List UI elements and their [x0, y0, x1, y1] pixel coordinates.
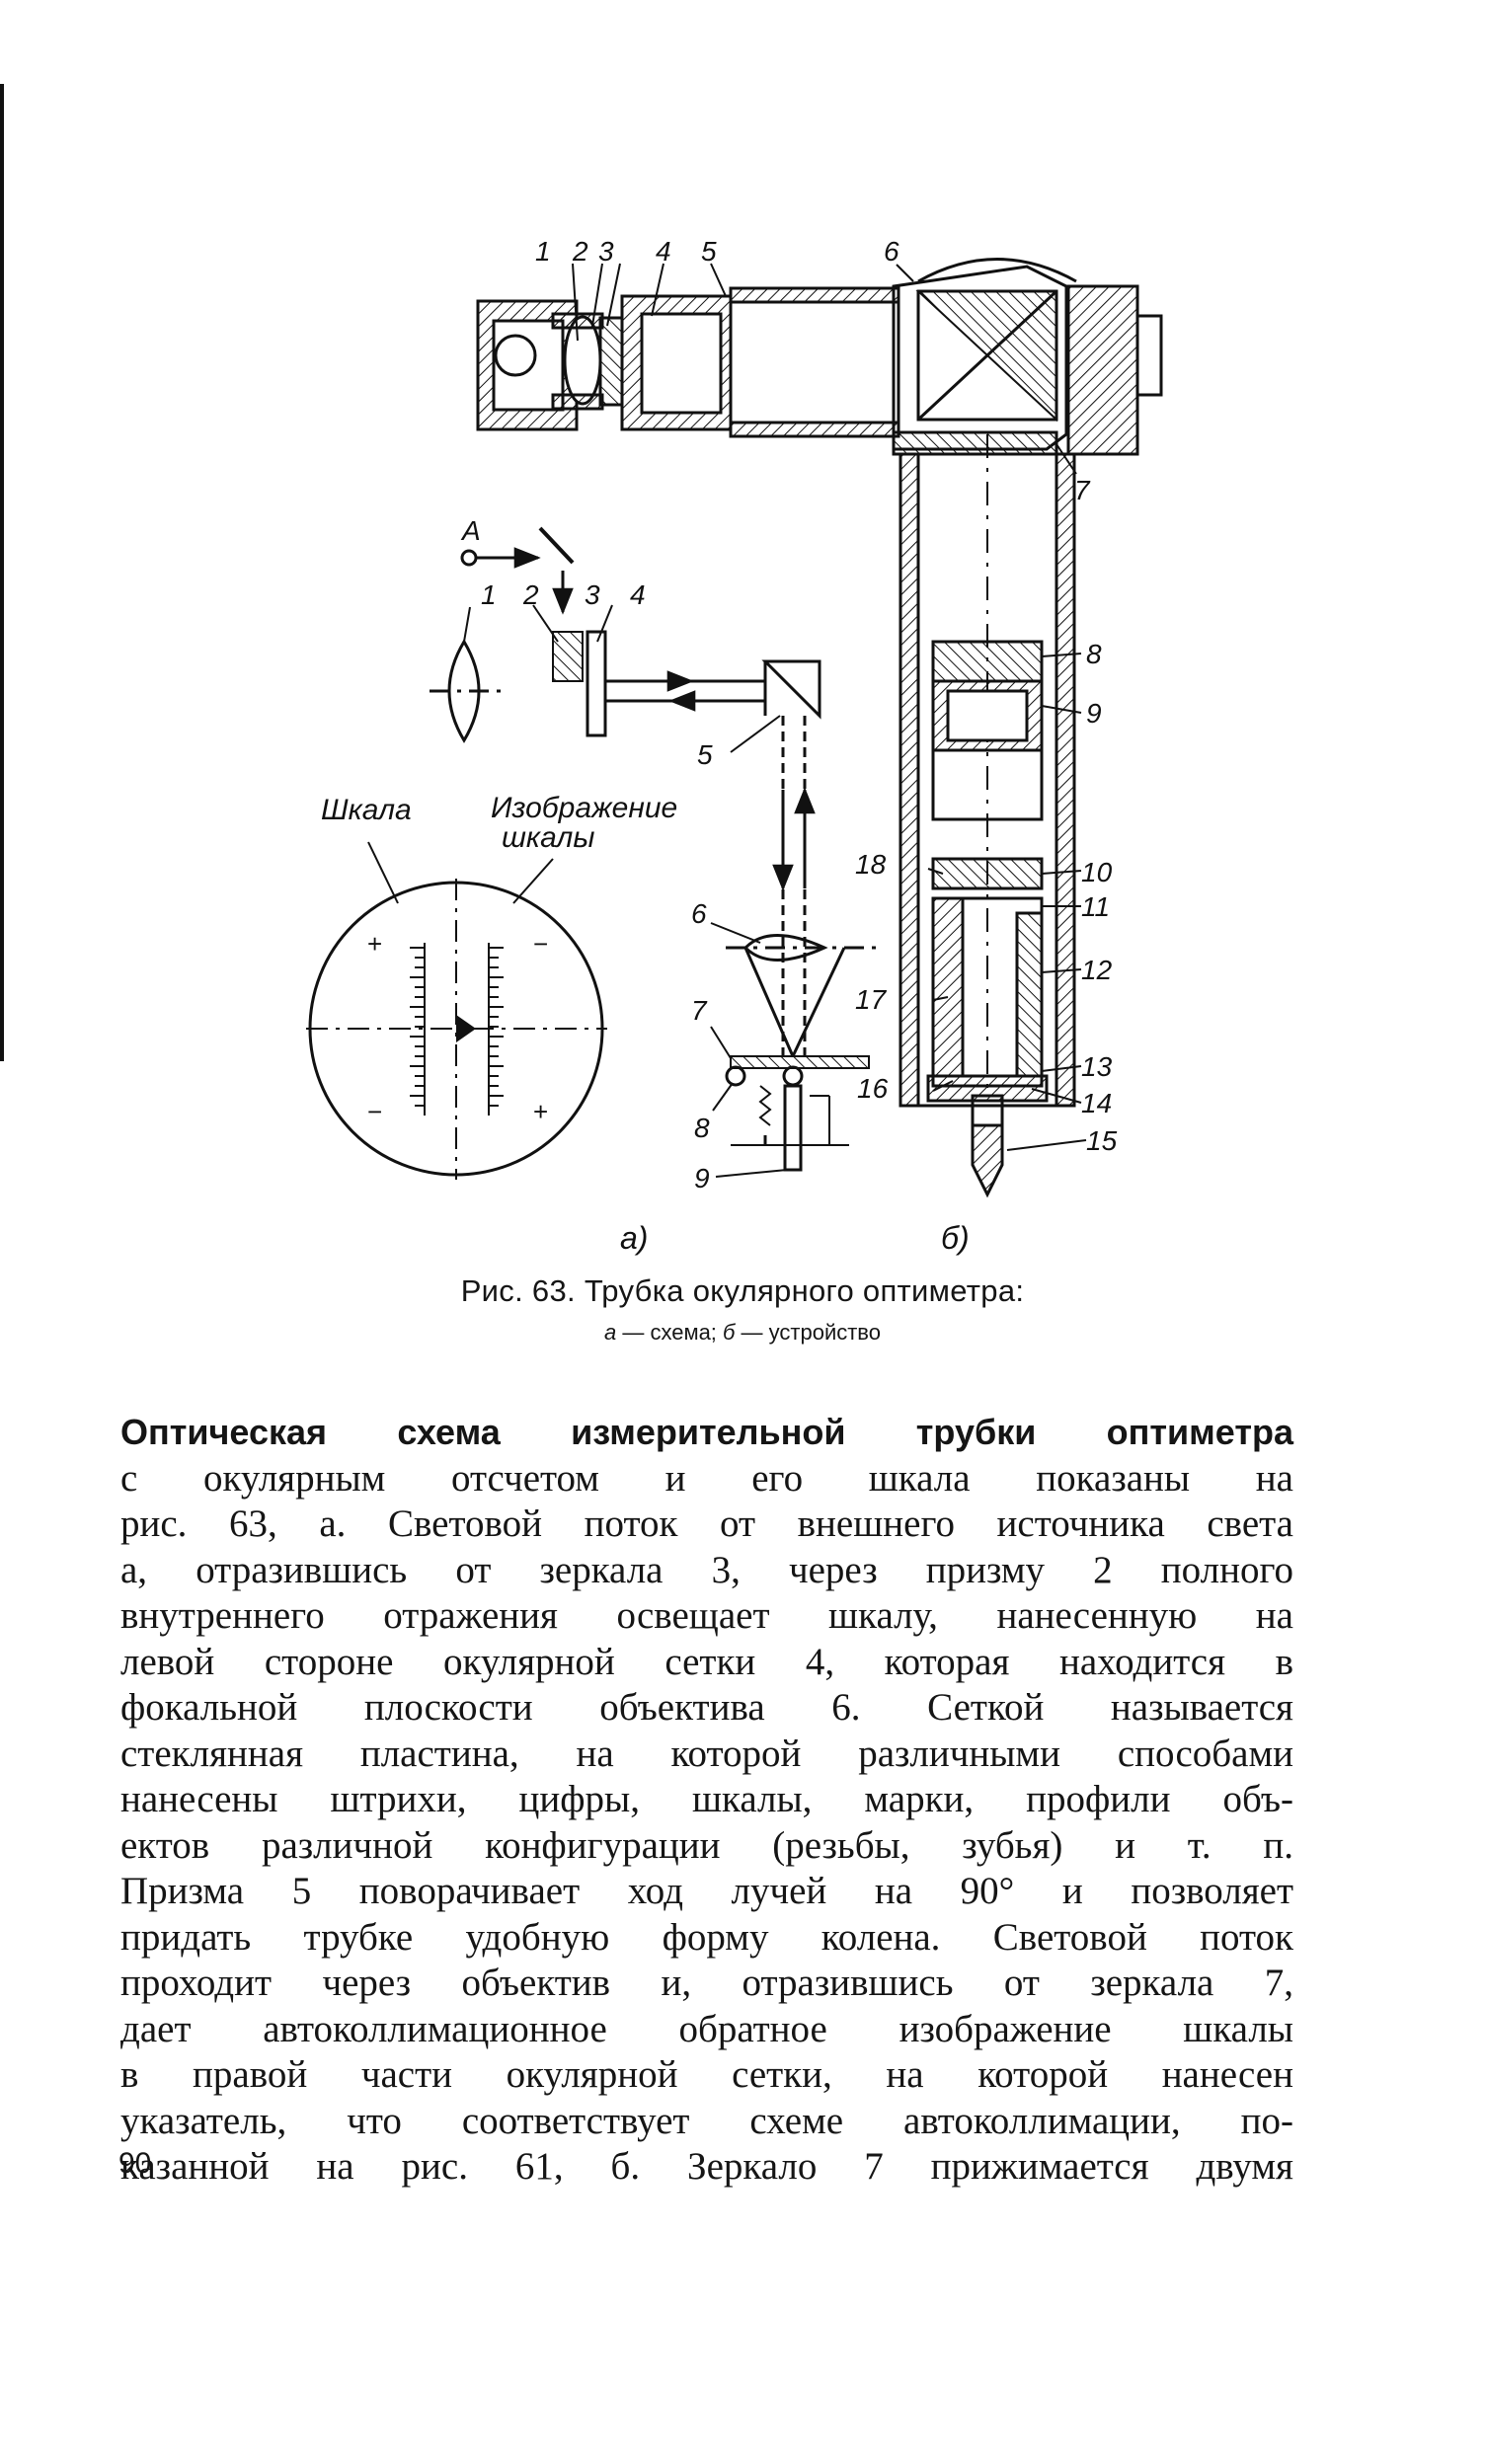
label-b-15: 15	[1086, 1125, 1118, 1156]
figure-subcaption: а — схема; б — устройство	[0, 1320, 1485, 1346]
label-b-13: 13	[1081, 1051, 1113, 1082]
label-a-1: 1	[481, 579, 497, 610]
label-a-5: 5	[697, 739, 713, 770]
label-b-6: 6	[884, 236, 899, 267]
paragraph-line: придать трубке удобную форму колена. Све…	[120, 1915, 1293, 1959]
scale-ticks-right	[488, 943, 504, 1116]
label-b-12: 12	[1081, 955, 1113, 985]
label-a-3: 3	[585, 579, 600, 610]
device-drawing	[476, 258, 1163, 1198]
paragraph-line: в правой части окулярной сетки, на котор…	[120, 2053, 1293, 2096]
reticle-4	[586, 630, 607, 737]
pointer-triangle	[456, 1015, 476, 1042]
label-b-2: 2	[572, 236, 588, 267]
label-b-1: 1	[535, 236, 551, 267]
label-a-2: 2	[522, 579, 539, 610]
end-cap	[1066, 284, 1139, 456]
label-a-6: 6	[691, 898, 707, 929]
scale-ticks-left	[410, 943, 426, 1116]
label-b-11: 11	[1081, 891, 1110, 922]
paragraph-line: а, отразившись от зеркала 3, через призм…	[120, 1548, 1293, 1591]
label-plus-top: +	[367, 929, 382, 959]
paragraph-line: рис. 63, а. Световой поток от внешнего и…	[120, 1502, 1293, 1545]
objective	[931, 640, 1044, 683]
scan-edge-shadow	[0, 84, 4, 1061]
label-plus-bottom: +	[533, 1097, 548, 1126]
label-minus-top: −	[533, 929, 548, 959]
paragraph-line: казанной на рис. 61, б. Зеркало 7 прижим…	[120, 2145, 1293, 2188]
paragraph-line: фокальной плоскости объектива 6. Сеткой …	[120, 1686, 1293, 1729]
paragraph-line: Призма 5 поворачивает ход лучей на 90° и…	[120, 1870, 1293, 1912]
label-a-4: 4	[630, 579, 646, 610]
label-b-14: 14	[1081, 1088, 1112, 1118]
subcaption-b-letter: б	[723, 1320, 736, 1345]
label-scale-image-1: Изображение	[491, 792, 677, 824]
horizontal-tube	[729, 286, 900, 438]
scale-view	[306, 879, 607, 1180]
subcaption-b-text: — устройство	[735, 1320, 881, 1345]
paragraph-line: с окулярным отсчетом и его шкала показан…	[120, 1456, 1293, 1500]
paragraph-line: Оптическая схема измерительной трубки оп…	[120, 1412, 1293, 1452]
subcaption-a-letter: а	[603, 1320, 617, 1345]
label-b-10: 10	[1081, 857, 1113, 887]
label-a-9: 9	[694, 1163, 710, 1194]
paragraph-line: стеклянная пластина, на которой различны…	[120, 1732, 1293, 1775]
mirror-plate	[892, 430, 1058, 456]
mirror-7	[730, 1055, 870, 1069]
label-a-8: 8	[694, 1113, 710, 1143]
figure-caption: Рис. 63. Трубка окулярного оптиметра:	[460, 1273, 1025, 1308]
measuring-tip	[971, 1123, 1004, 1198]
lens-1	[447, 639, 481, 743]
label-b-5: 5	[701, 236, 717, 267]
prism-2	[552, 631, 584, 682]
paragraph-line: дает автоколлимационное обратное изображ…	[120, 2007, 1293, 2050]
prism-5	[761, 659, 821, 720]
label-b-8: 8	[1086, 639, 1102, 669]
body-paragraph: Оптическая схема измерительной трубки оп…	[120, 1410, 1293, 2191]
label-a-source: A	[460, 515, 481, 546]
label-sub-a: а)	[620, 1220, 648, 1256]
label-a-7: 7	[691, 995, 708, 1026]
label-b-3: 3	[598, 236, 614, 267]
label-b-16: 16	[857, 1073, 889, 1104]
paragraph-line: проходит через объектив и, отразившись о…	[120, 1962, 1293, 2004]
figure-63: 1 2 3 4 5 6 7 8 9 10 11 12 13 14 15 16 1…	[296, 212, 1224, 1278]
label-b-17: 17	[855, 984, 888, 1015]
label-b-7: 7	[1074, 475, 1091, 505]
label-b-9: 9	[1086, 698, 1102, 729]
label-b-18: 18	[855, 849, 887, 880]
label-b-4: 4	[656, 236, 671, 267]
eyepiece-lens	[563, 315, 602, 406]
optimeter-drawing: 1 2 3 4 5 6 7 8 9 10 11 12 13 14 15 16 1…	[306, 236, 1163, 1256]
reticle-grid	[598, 316, 624, 407]
label-scale-image-2: шкалы	[502, 821, 594, 854]
label-minus-bottom: −	[367, 1097, 382, 1126]
page-number: 90	[118, 2147, 152, 2180]
label-sub-b: б)	[941, 1220, 970, 1256]
paragraph-line: внутреннего отражения освещает шкалу, на…	[120, 1594, 1293, 1637]
optical-scheme	[367, 526, 879, 1178]
label-scale: Шкала	[321, 794, 412, 826]
mirror-3	[538, 526, 575, 565]
prism	[915, 290, 1057, 423]
subcaption-a-text: — схема;	[616, 1320, 724, 1345]
paragraph-line: указатель, что соответствует схеме авток…	[120, 2099, 1293, 2142]
paragraph-line: левой стороне окулярной сетки 4, которая…	[120, 1640, 1293, 1683]
paragraph-line: нанесены штрихи, цифры, шкалы, марки, пр…	[120, 1778, 1293, 1820]
paragraph-line: ектов различной конфигурации (резьбы, зу…	[120, 1823, 1293, 1867]
